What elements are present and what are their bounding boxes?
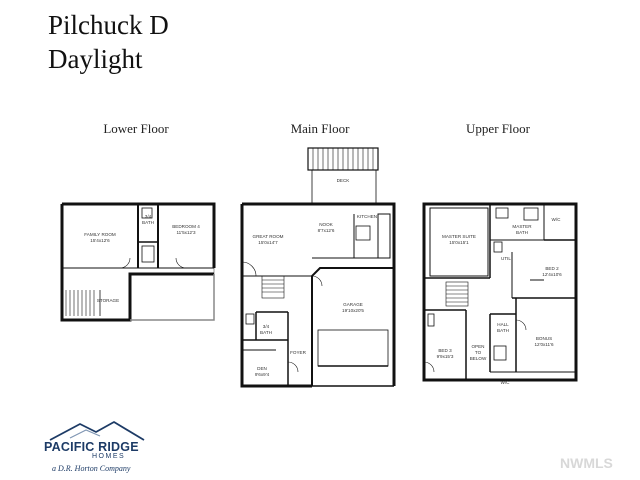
room-bed-2-size: 12'4x10'6: [542, 272, 562, 277]
room-util: UTIL: [501, 256, 511, 261]
floor-label-upper: Upper Floor: [466, 121, 530, 136]
room-nook-size: 8'7x12'6: [318, 228, 335, 233]
room-main-bath-2: BATH: [260, 330, 272, 335]
lower-floor-plan: [60, 202, 216, 322]
room-family-room-size: 15'4x12'6: [90, 238, 110, 243]
room-bed-3: BED 3: [438, 348, 452, 353]
room-open-to-below-3: BELOW: [470, 356, 487, 361]
room-bonus-size: 12'0x11'6: [534, 342, 553, 347]
room-garage-size: 19'10x20'5: [342, 308, 364, 313]
room-den: DEN: [257, 366, 267, 371]
nwmls-watermark: NWMLS: [560, 455, 613, 471]
plan-title: Pilchuck D: [48, 10, 169, 40]
room-den-size: 9'6x9'4: [255, 372, 270, 377]
room-bedroom-4-size: 11'5x12'3: [176, 230, 195, 235]
room-foyer: FOYER: [290, 350, 307, 355]
room-great-room-size: 15'0x14'7: [258, 240, 278, 245]
room-open-to-below-2: TO: [475, 350, 482, 355]
room-great-room: GREAT ROOM: [253, 234, 284, 239]
brand-logo: PACIFIC RIDGE HOMES a D.R. Horton Compan…: [40, 418, 150, 476]
brand-tagline: a D.R. Horton Company: [52, 464, 131, 473]
plan-subtitle: Daylight: [48, 44, 143, 74]
floor-label-main: Main Floor: [290, 121, 350, 136]
room-hall-bath-2: BATH: [497, 328, 509, 333]
room-upper-wic: W/C: [501, 380, 511, 385]
room-bed-3-size: 9'9x15'3: [437, 354, 454, 359]
room-bedroom-4: BEDROOM 4: [172, 224, 200, 229]
main-floor-plan: [240, 147, 396, 388]
room-master-wic: W/C: [552, 217, 562, 222]
upper-floor-plan: [422, 202, 578, 382]
mountain-icon: [49, 421, 145, 441]
room-garage: GARAGE: [343, 302, 363, 307]
brand-name: PACIFIC RIDGE: [44, 440, 139, 454]
room-main-bath: 3/4: [263, 324, 270, 329]
room-deck: DECK: [337, 178, 351, 183]
room-storage: STORAGE: [97, 298, 119, 303]
room-hall-bath: HALL: [497, 322, 509, 327]
room-family-room: FAMILY ROOM: [84, 232, 116, 237]
room-bonus: BONUS: [536, 336, 552, 341]
room-kitchen: KITCHEN: [357, 214, 377, 219]
room-lower-bath: 3/4: [145, 214, 152, 219]
room-bed-2: BED 2: [545, 266, 559, 271]
room-lower-bath-2: BATH: [142, 220, 154, 225]
room-master-suite-size: 15'0x15'1: [449, 240, 469, 245]
room-master-suite: MASTER SUITE: [442, 234, 476, 239]
floor-label-lower: Lower Floor: [103, 121, 169, 136]
brand-sub: HOMES: [92, 453, 126, 460]
room-open-to-below: OPEN: [471, 344, 484, 349]
room-nook: NOOK: [319, 222, 333, 227]
room-master-bath-2: BATH: [516, 230, 528, 235]
room-master-bath: MASTER: [512, 224, 532, 229]
